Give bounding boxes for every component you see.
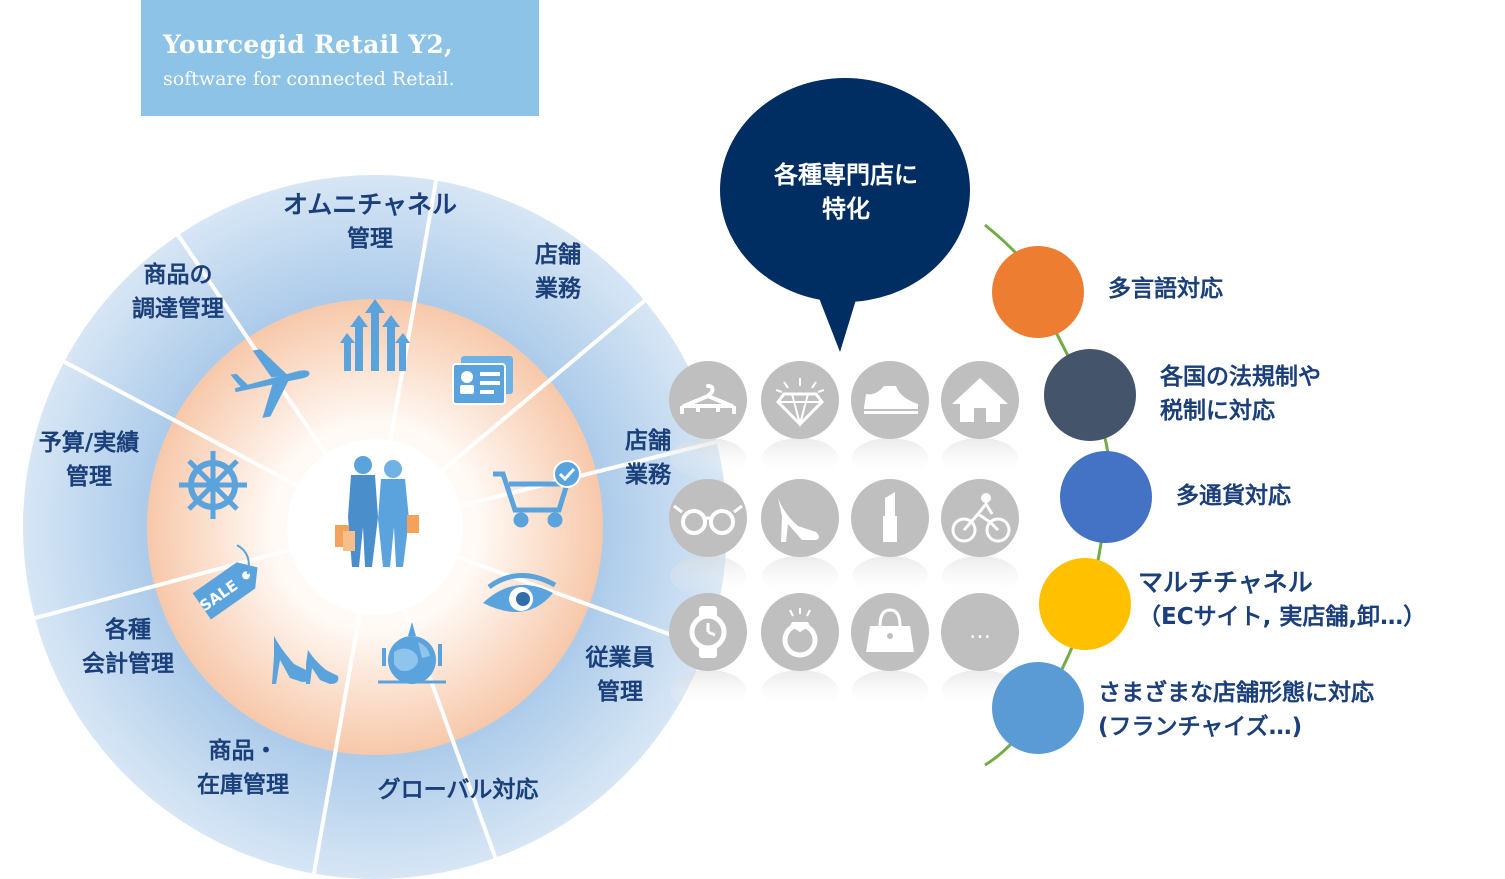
segment-omnichannel-line2: 管理 xyxy=(346,226,393,252)
airplane-icon xyxy=(230,349,310,418)
ring-icon xyxy=(761,593,839,710)
segment-store-ops-2-line1: 店舗 xyxy=(625,428,671,454)
segment-procurement: 商品の 調達管理 xyxy=(132,258,224,326)
store-icon-circle xyxy=(669,361,747,439)
shoppers-icon xyxy=(335,456,419,567)
reflection xyxy=(762,438,838,478)
reflection xyxy=(670,556,746,596)
store-icon-circle xyxy=(761,361,839,439)
handbag-icon xyxy=(851,593,929,710)
wheel-divider xyxy=(34,547,291,621)
store-icon-circle xyxy=(941,479,1019,557)
feature-circle xyxy=(1039,558,1131,650)
feature-multilingual: 多言語対応 xyxy=(1108,272,1223,306)
sneaker-icon xyxy=(851,361,929,478)
brand-banner: Yourcegid Retail Y2, software for connec… xyxy=(141,0,539,116)
arrows-up-icon xyxy=(340,299,410,371)
segment-inventory-line1: 商品・ xyxy=(208,738,278,764)
feature-multichannel-line1: マルチチャネル xyxy=(1138,568,1313,597)
id-card-icon xyxy=(452,356,513,405)
segment-global: グローバル対応 xyxy=(378,773,539,807)
segment-employee-line1: 従業員 xyxy=(585,645,655,671)
cyclist-icon xyxy=(941,479,1019,596)
brand-title: Yourcegid Retail Y2, xyxy=(163,30,454,59)
segment-store-ops-1-line1: 店舗 xyxy=(535,242,581,268)
segment-inventory: 商品・ 在庫管理 xyxy=(197,734,289,802)
segment-accounting: 各種 会計管理 xyxy=(82,613,174,681)
wheel-divider xyxy=(457,555,707,650)
store-icon-circle xyxy=(761,479,839,557)
reflection xyxy=(942,556,1018,596)
segment-budget-line1: 予算/実績 xyxy=(38,430,140,456)
segment-inventory-line2: 在庫管理 xyxy=(197,772,289,798)
wheel-divider xyxy=(441,299,646,472)
reflection xyxy=(762,670,838,710)
reflection xyxy=(942,438,1018,478)
segment-omnichannel: オムニチャネル 管理 xyxy=(283,188,457,256)
segment-accounting-line1: 各種 xyxy=(105,617,151,643)
segment-employee: 従業員 管理 xyxy=(586,641,655,709)
feature-circle xyxy=(1060,451,1152,543)
reflection xyxy=(670,438,746,478)
segment-store-ops-1-line2: 業務 xyxy=(535,276,581,302)
segment-global-line1: グローバル対応 xyxy=(377,777,539,803)
segment-accounting-line2: 会計管理 xyxy=(82,651,174,677)
wheel-divider xyxy=(388,179,439,441)
segment-employee-line2: 管理 xyxy=(597,679,643,705)
feature-circles xyxy=(992,246,1152,754)
more-categories-text: … xyxy=(969,619,991,644)
reflection xyxy=(670,670,746,710)
watch-icon xyxy=(669,593,747,710)
store-icon-grid: … xyxy=(669,361,1019,710)
feature-circle xyxy=(992,662,1084,754)
segment-procurement-line2: 調達管理 xyxy=(132,296,224,322)
house-icon xyxy=(941,361,1019,478)
reflection xyxy=(762,556,838,596)
wheel-divider xyxy=(176,234,328,456)
segment-budget: 予算/実績 管理 xyxy=(39,426,139,494)
feature-regulation-line1: 各国の法規制や xyxy=(1160,364,1321,390)
eye-icon xyxy=(483,573,557,612)
feature-regulation-line2: 税制に対応 xyxy=(1160,398,1275,424)
feature-circle xyxy=(992,246,1084,338)
high-heels-icon xyxy=(272,636,339,684)
bubble-line1: 各種専門店に xyxy=(774,161,918,189)
segment-store-ops-1: 店舗 業務 xyxy=(535,238,581,306)
diamond-icon xyxy=(761,361,839,478)
bubble-title: 各種専門店に 特化 xyxy=(730,158,962,226)
glasses-icon xyxy=(669,479,747,596)
feature-multichannel: マルチチャネル （ECサイト, 実店舗,卸…） xyxy=(1138,566,1426,634)
cart-check-icon xyxy=(493,460,581,528)
feature-regulation: 各国の法規制や 税制に対応 xyxy=(1160,360,1321,428)
segment-omnichannel-line1: オムニチャネル xyxy=(282,190,458,219)
feature-multichannel-line2: （ECサイト, 実店舗,卸…） xyxy=(1138,604,1427,630)
specialty-bubble xyxy=(720,78,970,352)
segment-budget-line2: 管理 xyxy=(66,464,112,490)
high-heel-icon xyxy=(761,479,839,596)
feature-circle xyxy=(1044,349,1136,441)
reflection xyxy=(852,438,928,478)
reflection xyxy=(852,556,928,596)
wheel-divider xyxy=(311,613,362,875)
reflection xyxy=(852,670,928,710)
feature-store-formats: さまざまな店舗形態に対応 (フランチャイズ…) xyxy=(1098,676,1374,744)
ship-wheel-icon xyxy=(179,451,247,519)
store-icon-circle xyxy=(941,593,1019,671)
feature-store-formats-line2: (フランチャイズ…) xyxy=(1098,714,1303,740)
segment-procurement-line1: 商品の xyxy=(143,262,213,288)
wheel-divider xyxy=(63,359,299,488)
globe-icon xyxy=(378,622,446,684)
lipstick-icon xyxy=(851,479,929,596)
hanger-icon xyxy=(669,361,747,478)
feature-multilingual-line1: 多言語対応 xyxy=(1108,276,1223,302)
feature-store-formats-line1: さまざまな店舗形態に対応 xyxy=(1098,680,1374,706)
brand-tagline: software for connected Retail. xyxy=(163,68,455,90)
feature-multicurrency-line1: 多通貨対応 xyxy=(1176,483,1291,509)
feature-multicurrency: 多通貨対応 xyxy=(1176,479,1291,513)
segment-store-ops-2-line2: 業務 xyxy=(625,462,671,488)
bubble-line2: 特化 xyxy=(822,195,870,223)
segment-store-ops-2: 店舗 業務 xyxy=(625,424,671,492)
